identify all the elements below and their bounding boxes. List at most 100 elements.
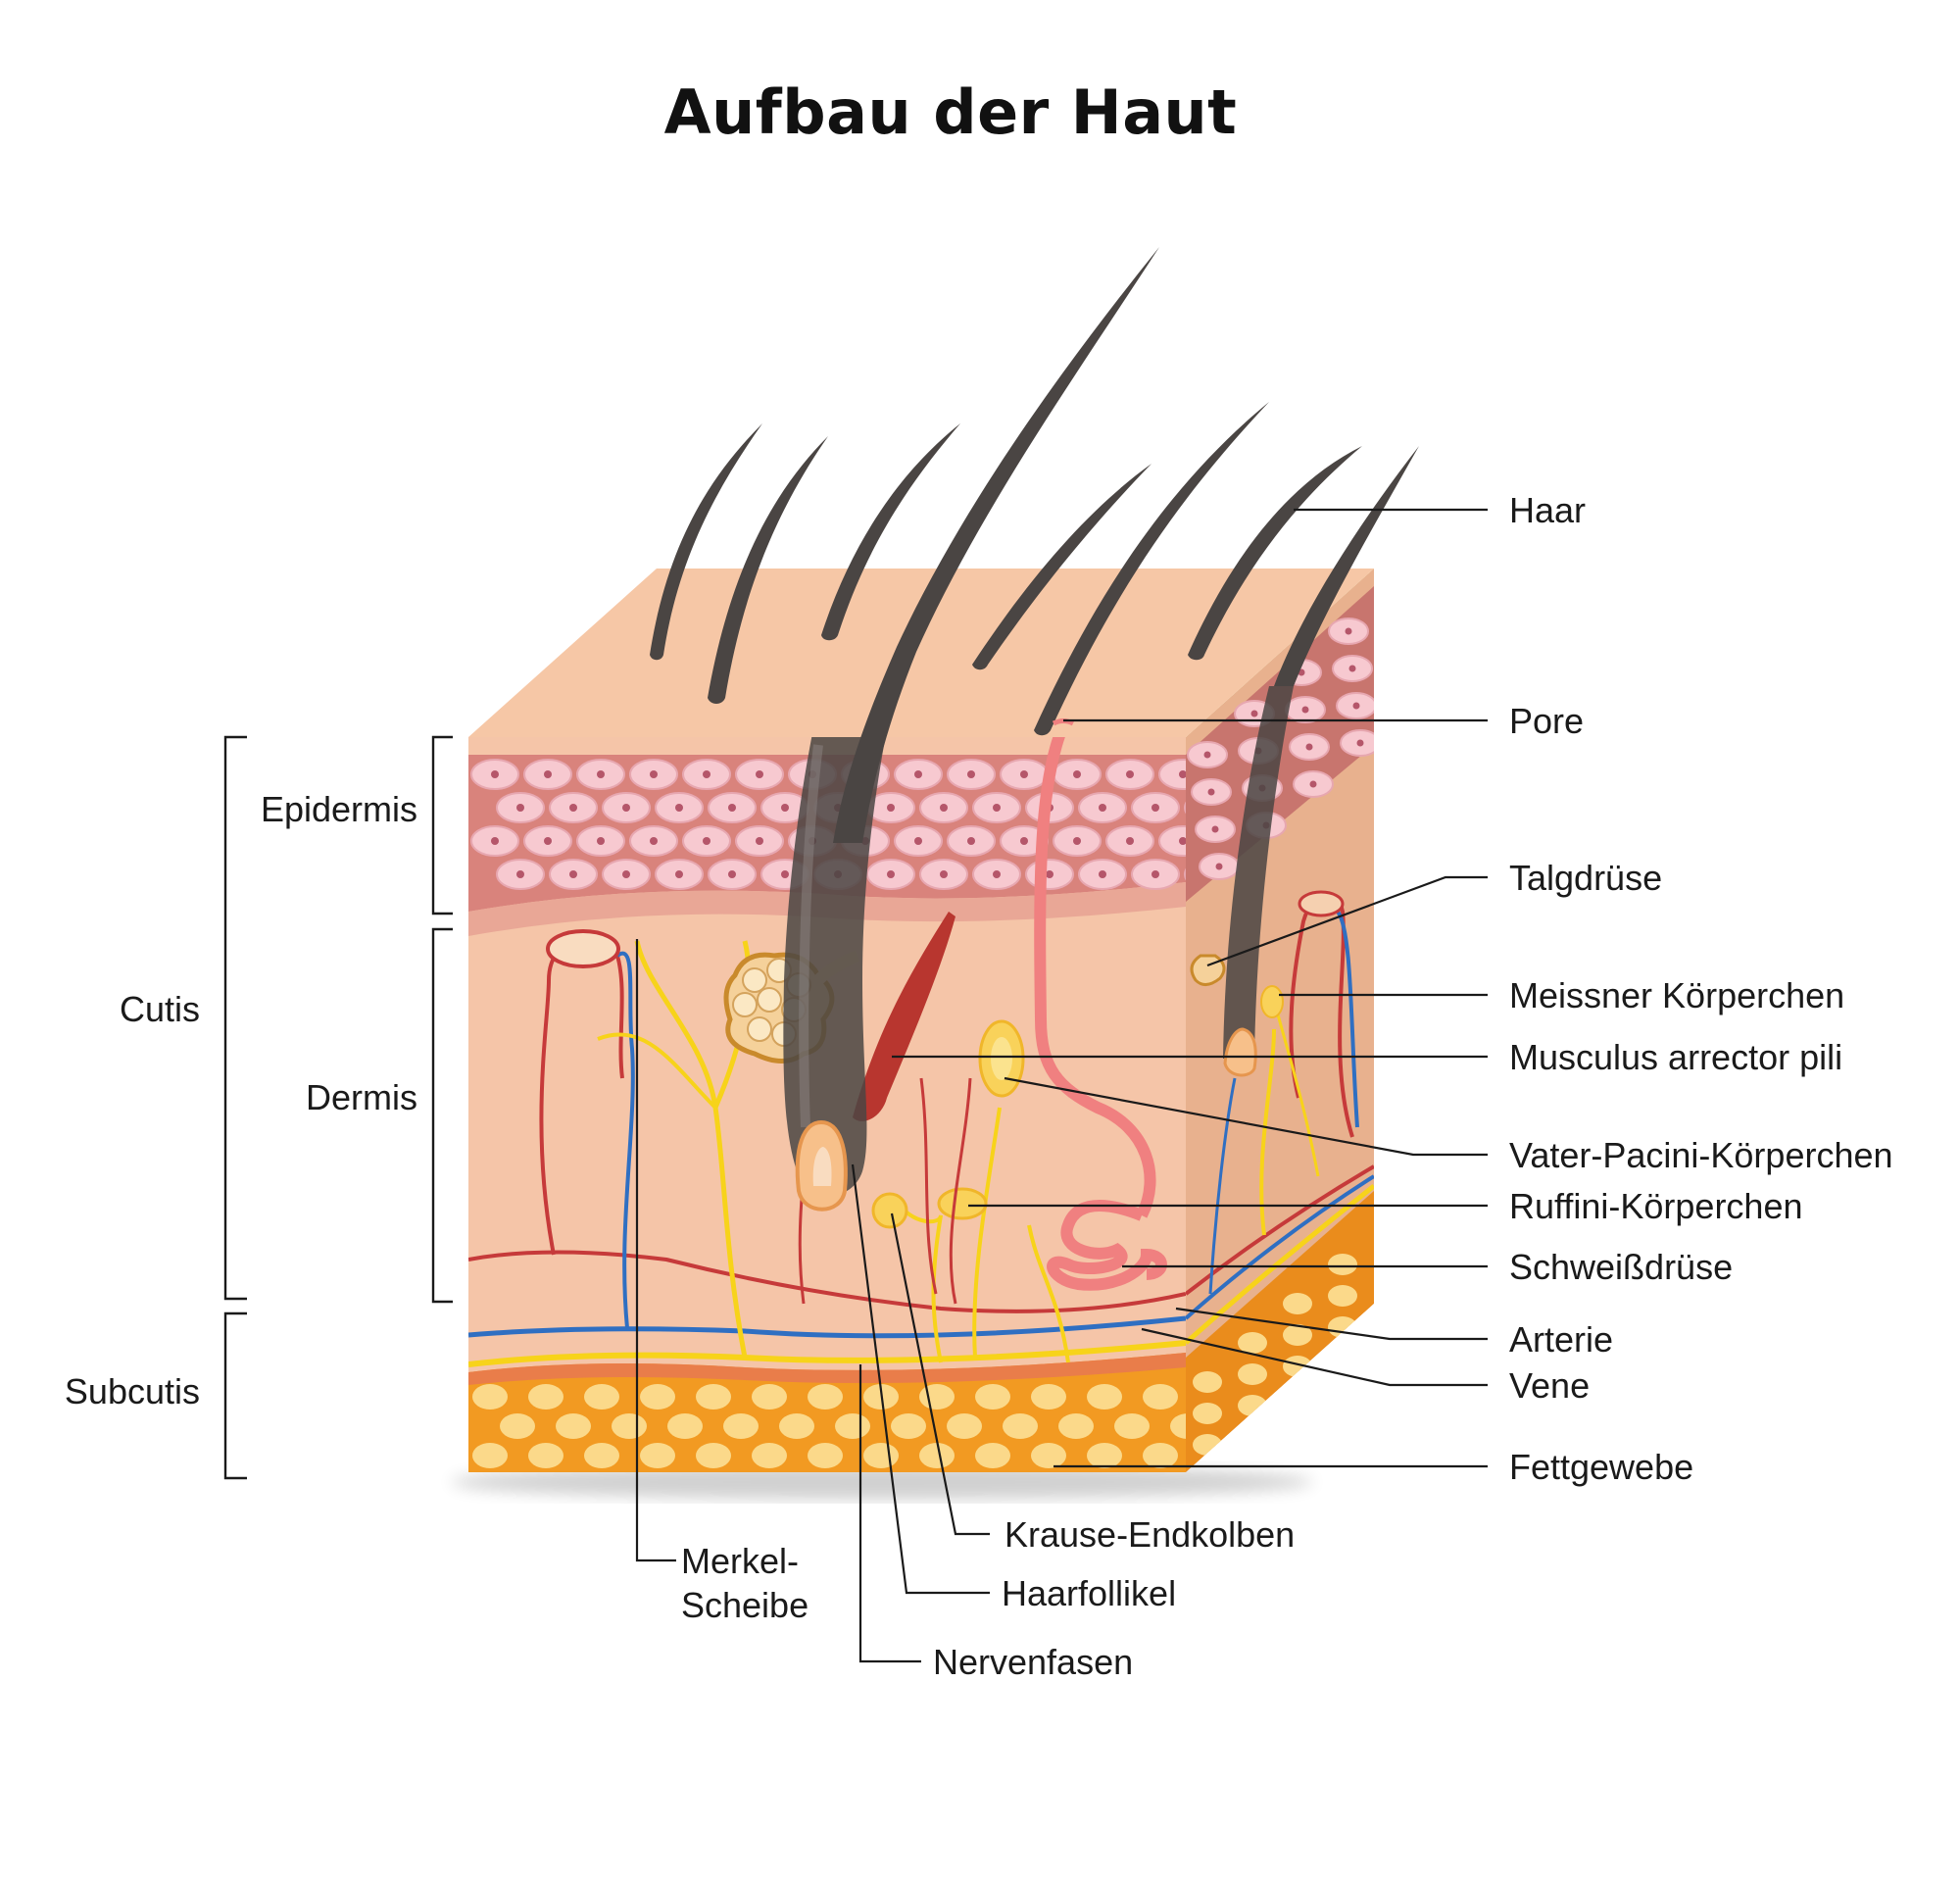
side-vein [1186, 1174, 1374, 1320]
cell-nucleus [1020, 837, 1028, 845]
side-cell-nucleus [1348, 665, 1356, 672]
epidermis-cell [1184, 801, 1186, 815]
fat-cell [1143, 1443, 1178, 1468]
fiber-1 [919, 1077, 938, 1295]
cell-nucleus [1073, 837, 1081, 845]
hair-follicle-sheath [799, 744, 823, 1128]
ruffini-corpuscle [937, 1187, 988, 1220]
cell-nucleus [1179, 837, 1186, 845]
side-cell-nucleus [1207, 788, 1215, 796]
fat-cell [975, 1384, 1010, 1410]
cell-nucleus [1126, 837, 1134, 845]
fat-cell [556, 1413, 591, 1439]
side-cell-nucleus [1345, 627, 1352, 635]
subcutis-layer [468, 1353, 1186, 1472]
fat-cell [1031, 1443, 1066, 1468]
side-cell-nucleus [1352, 702, 1360, 710]
cell-nucleus [569, 804, 577, 812]
side-fat-cell [1283, 1324, 1312, 1346]
fat-cell [667, 1413, 703, 1439]
fat-cell [835, 1413, 870, 1439]
cell-nucleus [569, 870, 577, 878]
label-talgdruese: Talgdrüse [1509, 858, 1662, 898]
side-fat-cell [1193, 1434, 1222, 1456]
epidermis-cell [1184, 867, 1186, 881]
fat-cell [919, 1384, 955, 1410]
label-merkel-1: Merkel- [681, 1541, 799, 1581]
label-cutis: Cutis [120, 989, 200, 1029]
cell-nucleus [1099, 870, 1106, 878]
fat-cell [947, 1413, 982, 1439]
leader-pacini [1004, 1076, 1488, 1157]
fat-cell [1003, 1413, 1038, 1439]
epidermis-cell [1158, 825, 1186, 857]
label-vene: Vene [1509, 1365, 1590, 1406]
nerve-branch-3 [597, 1032, 717, 1110]
fat-cell [584, 1384, 619, 1410]
cell-nucleus [1046, 870, 1054, 878]
fat-cell [779, 1413, 814, 1439]
cell-nucleus [622, 804, 630, 812]
side-cell-nucleus [1203, 751, 1211, 759]
cell-nucleus [914, 837, 922, 845]
side-fat-cell [1328, 1285, 1357, 1307]
side-cell-nucleus [1250, 710, 1258, 717]
cell-nucleus [1126, 770, 1134, 778]
cell-nucleus [914, 770, 922, 778]
label-meissner: Meissner Körperchen [1509, 975, 1844, 1015]
fat-cell [500, 1413, 535, 1439]
side-subcutis [1186, 1191, 1374, 1472]
fat-cell [891, 1413, 926, 1439]
label-arrector: Musculus arrector pili [1509, 1037, 1842, 1077]
fat-cell [1087, 1443, 1122, 1468]
side-cell-nucleus [1301, 706, 1309, 714]
diagram-title: Aufbau der Haut [663, 76, 1238, 148]
fat-cell [640, 1384, 675, 1410]
fat-cell [696, 1384, 731, 1410]
cell-nucleus [703, 770, 710, 778]
bracket-dermis [431, 927, 453, 1304]
cell-nucleus [993, 804, 1001, 812]
fat-cell [752, 1384, 787, 1410]
cell-nucleus [650, 837, 658, 845]
label-pacini: Vater-Pacini-Körperchen [1509, 1135, 1893, 1175]
hair-main [833, 247, 1159, 843]
cell-nucleus [887, 804, 895, 812]
fat-cell [919, 1443, 955, 1468]
cell-nucleus [675, 870, 683, 878]
cell-nucleus [597, 770, 605, 778]
meissner-corpuscle [1260, 985, 1284, 1018]
cell-nucleus [967, 770, 975, 778]
capillary-loop-1v [615, 951, 635, 1329]
label-dermis: Dermis [306, 1077, 417, 1117]
label-haar: Haar [1509, 490, 1586, 530]
nerve-branch-4 [972, 1107, 1002, 1359]
cell-nucleus [756, 770, 763, 778]
fat-cell [808, 1443, 843, 1468]
cell-nucleus [728, 870, 736, 878]
hair-papilla [812, 1147, 832, 1186]
fat-cell [528, 1384, 564, 1410]
epidermis-cell [1158, 759, 1186, 790]
leader-talgdruese [1206, 875, 1488, 967]
cell-nucleus [516, 804, 524, 812]
label-follikel: Haarfollikel [1002, 1573, 1176, 1613]
cell-nucleus [491, 837, 499, 845]
leader-merkel [635, 939, 676, 1562]
cell-nucleus [650, 770, 658, 778]
hair-6 [1188, 446, 1362, 661]
side-hair-shaft [1223, 686, 1294, 1059]
capillary-cap-1 [546, 929, 620, 968]
cell-nucleus [781, 804, 789, 812]
cell-nucleus [940, 870, 948, 878]
fat-cell [863, 1443, 899, 1468]
side-capillary-v [1336, 910, 1359, 1128]
side-hair-bulb [1223, 1027, 1257, 1077]
subcutis-top [468, 1353, 1186, 1385]
cell-nucleus [544, 770, 552, 778]
label-epidermis: Epidermis [261, 789, 417, 829]
leader-vene [1141, 1327, 1488, 1387]
side-fat-cell [1238, 1395, 1267, 1416]
fat-cell [640, 1443, 675, 1468]
